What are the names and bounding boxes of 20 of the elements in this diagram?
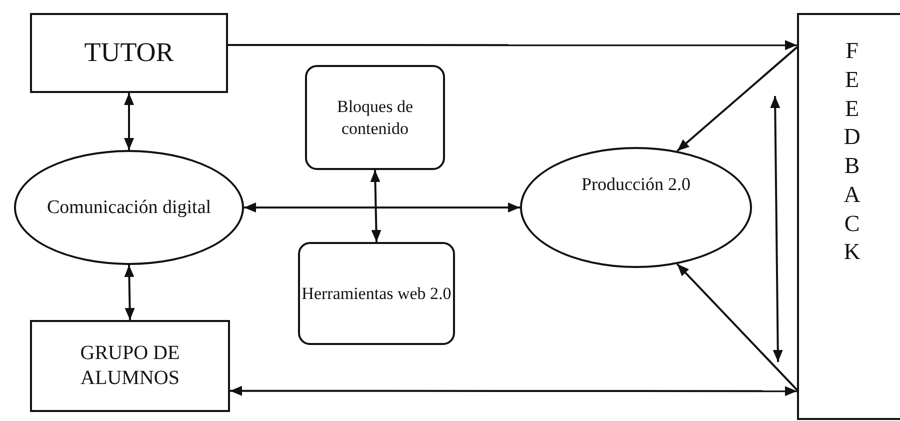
content-box xyxy=(305,65,445,170)
feedback-box xyxy=(797,13,900,420)
node-label: FEEDBACK xyxy=(842,37,862,266)
node-label: Bloques de contenido xyxy=(336,96,414,139)
actor-box xyxy=(30,13,228,93)
actor-box xyxy=(30,320,230,412)
arrow xyxy=(244,202,520,212)
arrow xyxy=(230,386,797,396)
arrow xyxy=(676,46,798,152)
tools-box xyxy=(298,242,455,345)
arrow xyxy=(228,40,797,50)
node-label: TUTOR xyxy=(84,36,174,70)
node-label: GRUPO DE ALUMNOS xyxy=(79,341,181,391)
arrow xyxy=(676,263,798,391)
node-label: Comunicación digital xyxy=(46,196,212,220)
arrow xyxy=(370,170,382,242)
node-label: Herramientas web 2.0 xyxy=(302,282,452,304)
arrow xyxy=(124,93,134,150)
node-label: Producción 2.0 xyxy=(582,173,690,196)
arrow xyxy=(124,264,135,320)
